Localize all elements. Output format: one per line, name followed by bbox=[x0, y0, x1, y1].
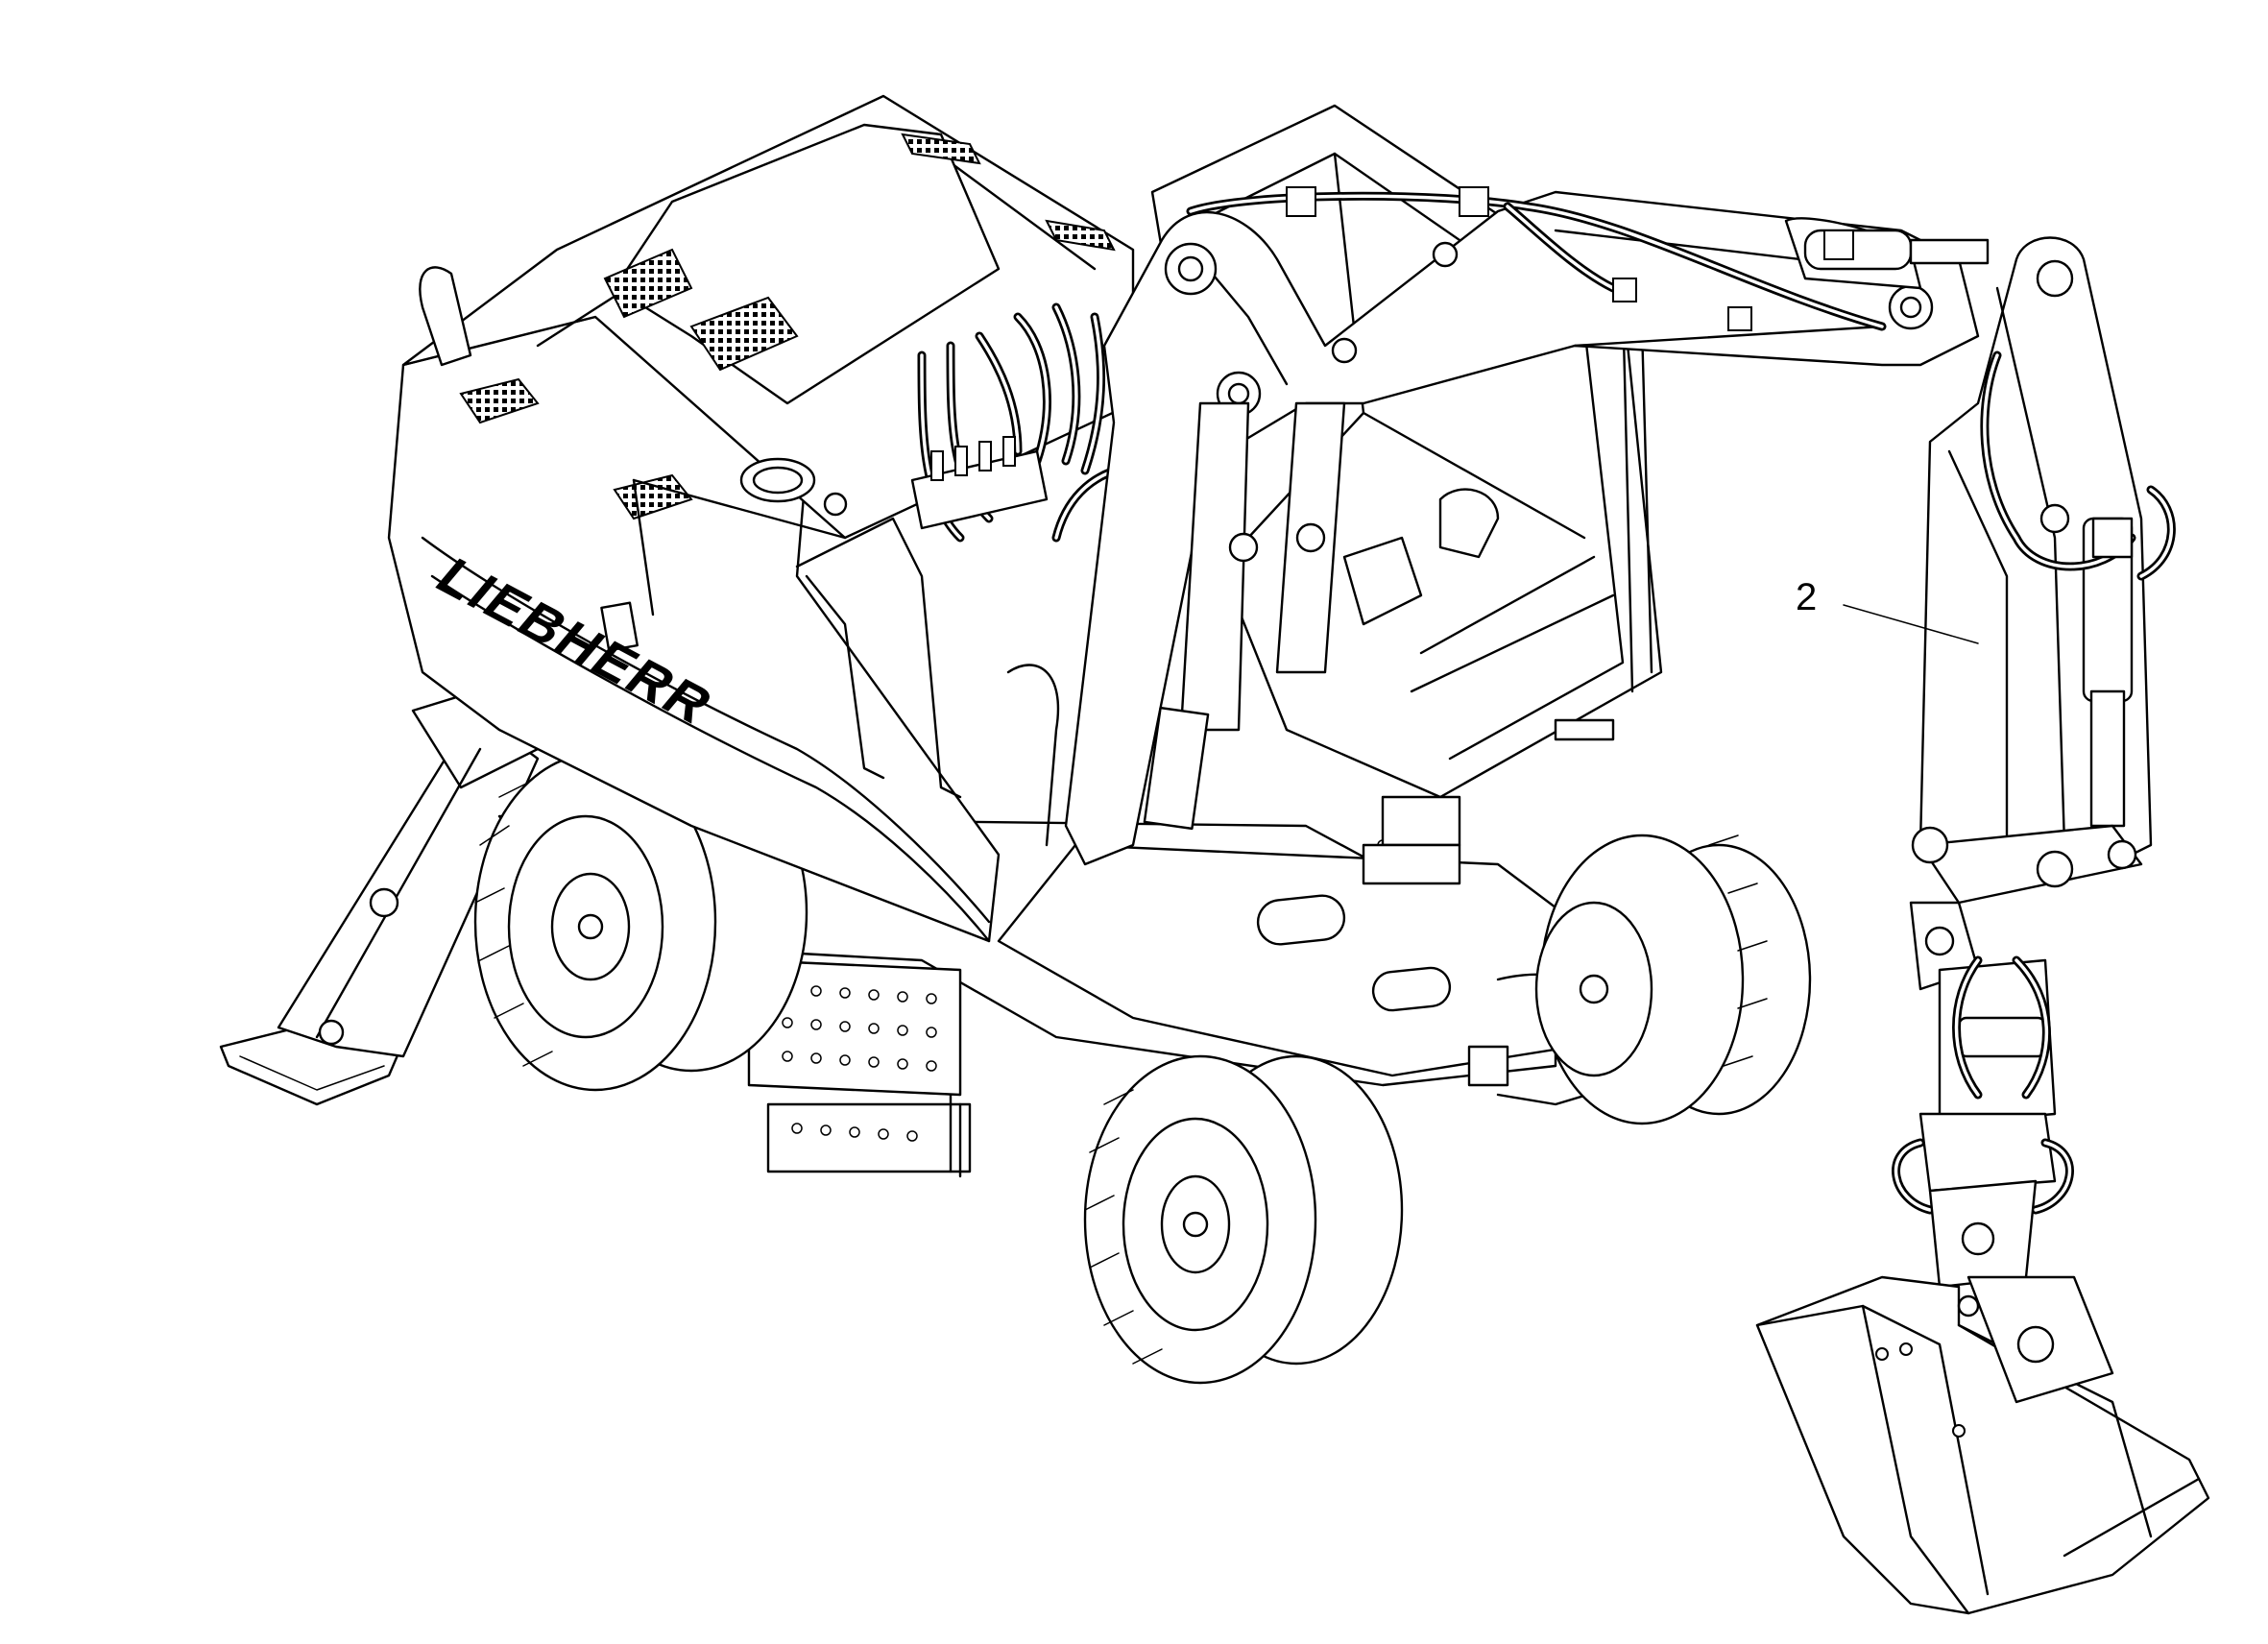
tilt-rotator bbox=[1892, 955, 2074, 1289]
wheel-rear-right bbox=[1534, 834, 1812, 1125]
callout-2: 2 bbox=[1796, 576, 1979, 644]
wheel-front-left bbox=[1083, 1054, 1404, 1385]
callout-label: 2 bbox=[1796, 576, 1817, 618]
boom bbox=[1064, 186, 1990, 866]
wheel-rear-left bbox=[473, 752, 808, 1092]
leader-line bbox=[1843, 604, 1979, 644]
bucket bbox=[1755, 1275, 2210, 1615]
